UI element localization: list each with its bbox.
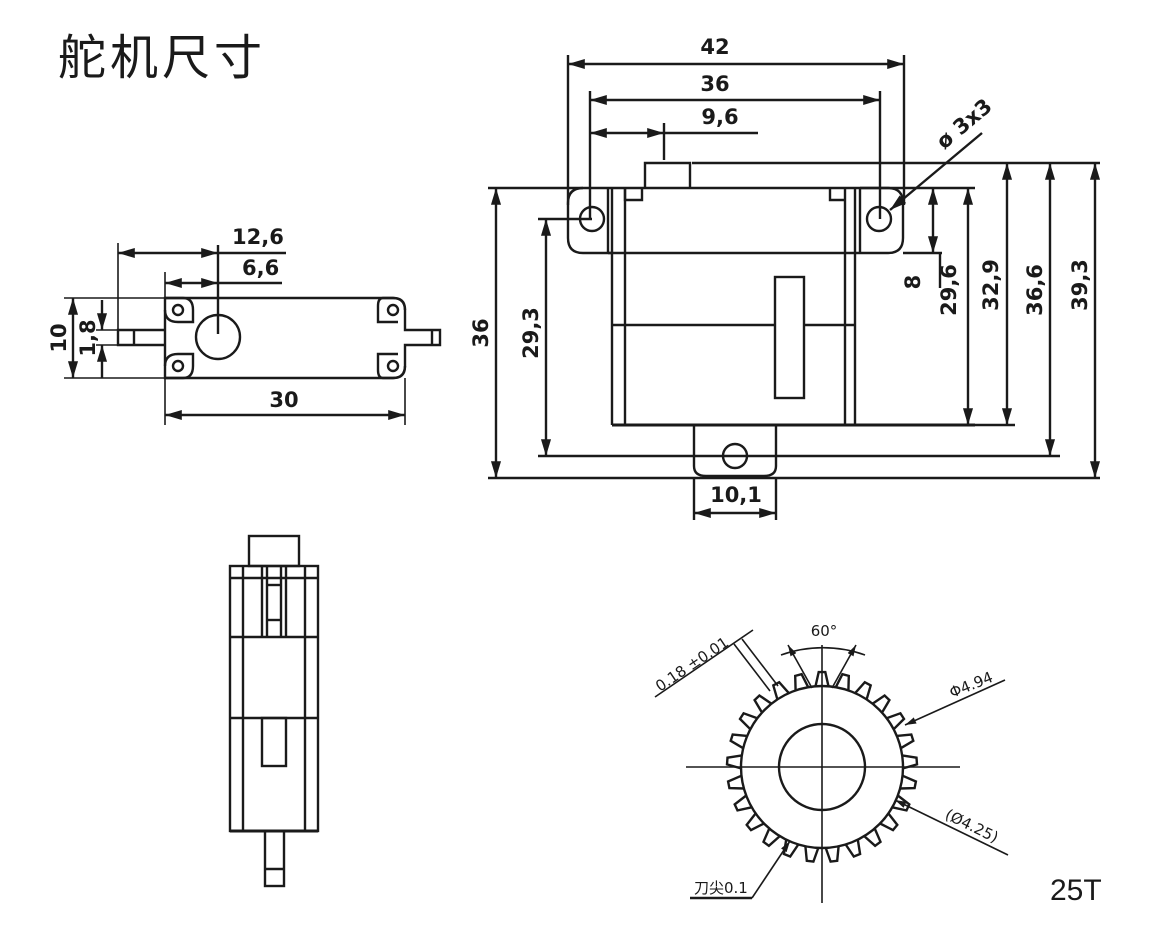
dim-10-1: 10,1 (710, 483, 762, 507)
dim-36-height: 36 (469, 318, 493, 347)
top-view-body (116, 245, 442, 380)
tooth-count-label: 25T (1050, 874, 1102, 907)
spline-root-circle (739, 684, 905, 850)
dim-10: 10 (47, 323, 71, 352)
dim-32-9: 32,9 (979, 259, 1003, 311)
spline-detail: 60° 0.18 ±0.01 Φ4.94 (Ø4.25) 刀尖0.1 25T (652, 622, 1102, 907)
dim-9-6: 9,6 (701, 105, 738, 129)
tip-radius-label: 刀尖0.1 (694, 879, 748, 897)
mount-hole (386, 359, 400, 373)
dim-29-3: 29,3 (519, 307, 543, 359)
side-view (228, 534, 320, 888)
dim-36-6: 36,6 (1023, 264, 1047, 316)
front-view-body (488, 161, 1100, 480)
mount-hole (171, 359, 185, 373)
dim-39-3: 39,3 (1068, 259, 1092, 311)
dim-29-6: 29,6 (937, 264, 961, 316)
tooth-width-dim: 0.18 ±0.01 (652, 633, 732, 695)
dim-1-8: 1,8 (76, 319, 100, 356)
spline-bore (777, 722, 867, 812)
dim-36-width: 36 (700, 72, 729, 96)
case-label-slot (773, 275, 806, 400)
page-title: 舵机尺寸 (58, 30, 267, 86)
mount-hole (171, 303, 185, 317)
dim-12-6: 12,6 (232, 225, 284, 249)
root-diameter-dim: (Ø4.25) (942, 805, 1001, 846)
spline-teeth (725, 670, 919, 863)
dim-30: 30 (269, 388, 298, 412)
front-view: 42 36 9,6 ø 3x3 36 29,3 8 (469, 35, 1101, 520)
dim-hole-3x3: ø 3x3 (932, 94, 997, 154)
dim-6-6: 6,6 (242, 256, 279, 280)
angle-60: 60° (811, 622, 838, 640)
dim-42: 42 (700, 35, 729, 59)
dim-8: 8 (901, 275, 925, 290)
outer-diameter-dim: Φ4.94 (947, 668, 996, 702)
top-view: 12,6 6,6 10 1,8 30 (47, 225, 442, 425)
top-view-dimensions: 12,6 6,6 10 1,8 30 (47, 225, 406, 425)
mount-hole (386, 303, 400, 317)
